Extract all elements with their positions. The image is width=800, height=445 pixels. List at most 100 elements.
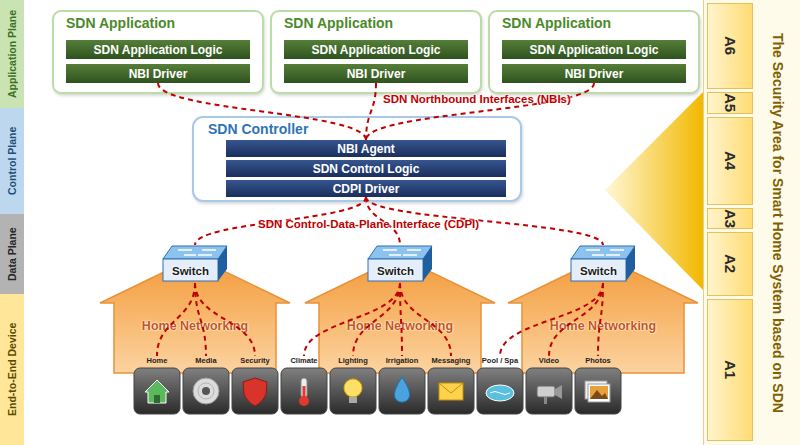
switch-icon xyxy=(178,250,216,255)
box-heading: SDN Controller xyxy=(208,121,308,137)
house-label: Home Networking xyxy=(508,319,698,333)
photos-icon xyxy=(588,384,610,402)
security-area-cell: A1 xyxy=(707,299,753,441)
device-label: Messaging xyxy=(422,356,480,365)
plane-label: End-to-End Device xyxy=(0,294,24,445)
box-heading: SDN Application xyxy=(66,15,175,31)
messaging-icon xyxy=(439,383,463,400)
pool-icon xyxy=(486,385,514,401)
house-outline xyxy=(305,257,495,373)
area-code: A5 xyxy=(708,93,752,113)
device-label: Media xyxy=(177,356,235,365)
network-switch: Switch xyxy=(570,245,636,283)
device-label: Lighting xyxy=(324,356,382,365)
module-bar: NBI Driver xyxy=(502,64,686,83)
irrigation-icon xyxy=(394,377,409,402)
security-area-cell: A6 xyxy=(707,3,753,89)
security-icon xyxy=(243,378,267,406)
device-tile xyxy=(231,356,279,416)
module-label: SDN Control Logic xyxy=(226,160,506,177)
switch-icon xyxy=(586,250,624,255)
device-tile xyxy=(574,356,622,416)
module-label: NBI Agent xyxy=(226,140,506,157)
module-bar: SDN Control Logic xyxy=(226,160,506,177)
lighting-icon xyxy=(344,379,362,397)
dashed-connector xyxy=(400,283,402,356)
device-tile xyxy=(134,368,180,414)
switch-icon xyxy=(163,259,218,281)
module-bar: CDPI Driver xyxy=(226,180,506,197)
dashed-connector xyxy=(366,197,400,245)
messaging-icon xyxy=(439,383,463,393)
pool-icon xyxy=(486,385,514,401)
device-tile xyxy=(378,356,426,416)
module-bar: NBI Driver xyxy=(66,64,250,83)
network-switch: Switch xyxy=(162,245,228,283)
module-label: NBI Driver xyxy=(66,64,250,83)
area-code: A1 xyxy=(708,300,752,440)
dashed-connector xyxy=(366,83,594,140)
area-code: A4 xyxy=(708,118,752,204)
module-label: SDN Application Logic xyxy=(66,40,250,59)
dashed-connector xyxy=(366,197,603,245)
device-tile: Climate xyxy=(280,356,328,416)
area-title: The Security Area for Smart Home System … xyxy=(756,0,800,445)
device-label: Security xyxy=(226,356,284,365)
plane-label: Control Plane xyxy=(0,108,24,214)
module-bar: SDN Application Logic xyxy=(502,40,686,59)
home-icon xyxy=(154,395,160,403)
device-tile xyxy=(477,368,523,414)
switch-icon xyxy=(571,246,635,259)
irrigation-icon xyxy=(394,377,409,402)
device-tile xyxy=(575,368,621,414)
video-icon xyxy=(555,385,562,399)
device-tile: Irrigation xyxy=(378,356,426,416)
video-icon xyxy=(537,385,562,404)
device-tile xyxy=(182,356,230,416)
media-icon xyxy=(193,378,219,404)
device-tile: Pool / Spa xyxy=(476,356,524,416)
dashed-connector xyxy=(400,283,451,356)
device-label: Photos xyxy=(569,356,627,365)
device-tile xyxy=(183,368,229,414)
switch-icon xyxy=(367,245,433,283)
house-outline xyxy=(508,257,698,373)
module-label: CDPI Driver xyxy=(226,180,506,197)
home-house: Home Networking Switch xyxy=(508,245,698,373)
device-tile: Photos xyxy=(574,356,622,416)
house-label: Home Networking xyxy=(305,319,495,333)
application-box: SDN ApplicationSDN Application LogicNBI … xyxy=(52,10,264,94)
home-icon xyxy=(145,380,169,403)
module-label: NBI Driver xyxy=(502,64,686,83)
video-icon xyxy=(544,397,547,404)
home-house: Home Networking Switch xyxy=(305,245,495,373)
device-tile xyxy=(476,356,524,416)
plane-label: Application Plane xyxy=(0,0,24,108)
application-box: SDN ApplicationSDN Application LogicNBI … xyxy=(488,10,700,94)
device-label: Video xyxy=(520,356,578,365)
device-label: Home xyxy=(128,356,186,365)
lighting-icon xyxy=(349,397,357,403)
switch-icon xyxy=(571,259,626,281)
device-tile: Messaging xyxy=(427,356,475,416)
media-icon xyxy=(202,387,210,395)
module-bar: NBI Driver xyxy=(284,64,468,83)
device-tile: Video xyxy=(525,356,573,416)
pool-icon xyxy=(490,392,510,395)
switch-icon xyxy=(163,246,227,259)
dashed-connector xyxy=(195,283,206,356)
switch-icon xyxy=(218,246,227,281)
security-area-cell: A4 xyxy=(707,117,753,205)
plane-band: End-to-End Device xyxy=(0,294,24,445)
photos-icon xyxy=(585,381,610,402)
messaging-icon xyxy=(439,383,463,400)
dashed-connector xyxy=(598,283,603,356)
switch-label: Switch xyxy=(368,260,423,281)
module-label: SDN Application Logic xyxy=(502,40,686,59)
module-label: NBI Driver xyxy=(284,64,468,83)
device-tile xyxy=(329,356,377,416)
device-label: Climate xyxy=(275,356,333,365)
interface-label: SDN Control-Data-Plane Interface (CDPI) xyxy=(258,218,479,230)
climate-icon xyxy=(299,378,309,406)
